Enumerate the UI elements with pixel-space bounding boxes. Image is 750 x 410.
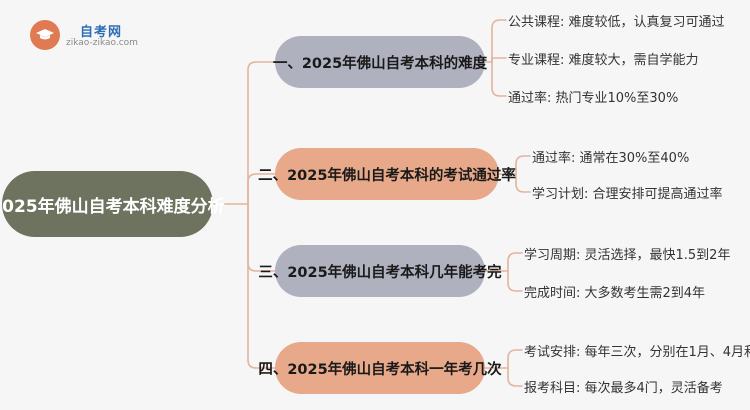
connector-root-branch-1 — [247, 61, 276, 205]
leaf-study-plan: 学习计划: 合理安排可提高通过率 — [532, 187, 723, 202]
branch-label: 三、2025年佛山自考本科几年能考完 — [258, 264, 502, 281]
logo-title: 自考网 — [80, 25, 123, 40]
leaf-study-period: 学习周期: 灵活选择，最快1.5到2年 — [524, 248, 731, 263]
connector-root-branch-2 — [247, 173, 276, 205]
root-node: 2025年佛山自考本科难度分析 — [0, 171, 225, 237]
leaf-pass-rate: 通过率: 通常在30%至40% — [532, 151, 690, 166]
branch-node-pass-rate: 二、2025年佛山自考本科的考试通过率 — [258, 148, 516, 200]
leaf-major-courses: 专业课程: 难度较大，需自学能力 — [508, 53, 699, 68]
leaf-exam-subjects: 报考科目: 每次最多4门，灵活备考 — [524, 381, 723, 396]
root-label: 2025年佛山自考本科难度分析 — [0, 196, 225, 217]
connector-branch-2-leaf-1 — [515, 155, 531, 175]
connector-branch-1-leaf-1 — [491, 19, 507, 63]
connector-branch-2-leaf-2 — [515, 173, 531, 193]
connector-branch-4-leaf-1 — [507, 349, 523, 369]
branch-label: 四、2025年佛山自考本科一年考几次 — [258, 361, 502, 378]
leaf-completion-time: 完成时间: 大多数考生需2到4年 — [524, 286, 706, 301]
connector-branch-1-leaf-2 — [491, 57, 507, 63]
logo-url: zikao-zikao.com — [66, 38, 138, 48]
branch-label: 一、2025年佛山自考本科的难度 — [272, 55, 488, 72]
connector-branch-3-leaf-1 — [507, 252, 523, 272]
connector-branch-4-leaf-2 — [507, 367, 523, 387]
graduation-cap-icon — [30, 20, 60, 50]
site-logo[interactable]: 自考网 zikao-zikao.com — [30, 18, 150, 52]
branch-node-difficulty: 一、2025年佛山自考本科的难度 — [272, 36, 488, 88]
leaf-pass-rate-hot: 通过率: 热门专业10%至30% — [508, 91, 679, 106]
connector-branch-1-leaf-3 — [491, 61, 507, 97]
connector-branch-3-leaf-2 — [507, 270, 523, 292]
branch-label: 二、2025年佛山自考本科的考试通过率 — [258, 167, 516, 184]
leaf-exam-schedule: 考试安排: 每年三次，分别在1月、4月和10月 — [524, 345, 750, 360]
connector-root-branch-4 — [247, 203, 276, 369]
leaf-public-courses: 公共课程: 难度较低，认真复习可通过 — [508, 15, 725, 30]
branch-node-duration: 三、2025年佛山自考本科几年能考完 — [258, 245, 502, 297]
branch-node-exam-frequency: 四、2025年佛山自考本科一年考几次 — [258, 342, 502, 394]
